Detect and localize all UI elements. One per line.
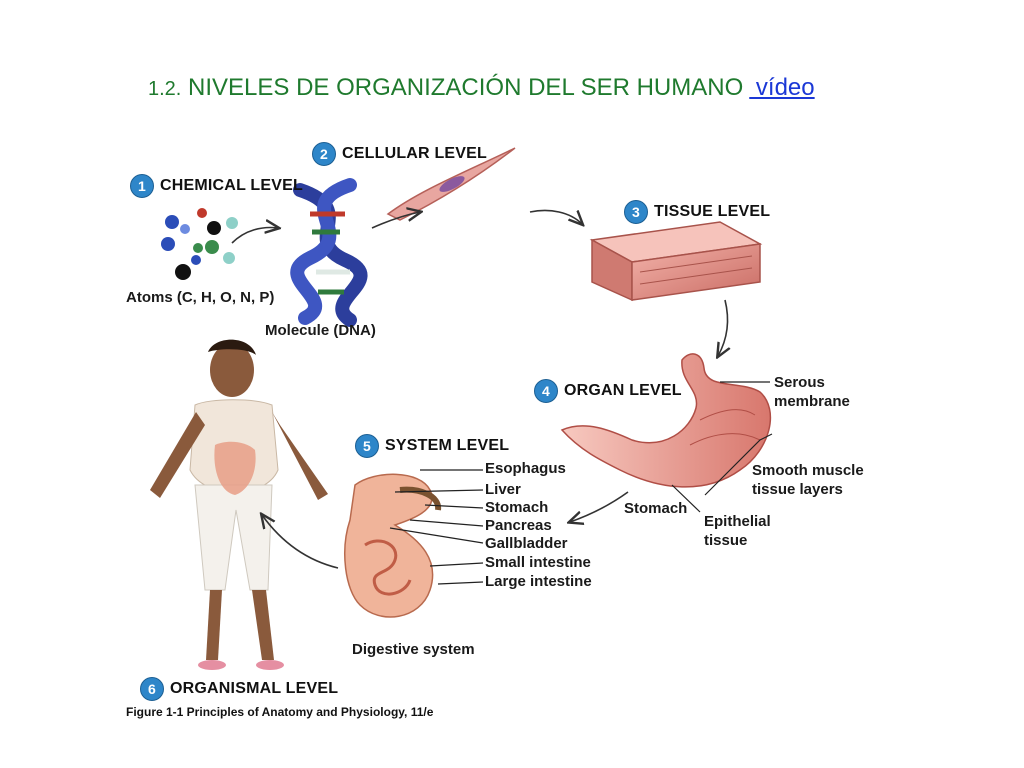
system-organ-label: Gallbladder — [485, 535, 568, 552]
level-organismal: 6 ORGANISMAL LEVEL — [140, 677, 338, 701]
system-organ-label: Small intestine — [485, 554, 591, 571]
level-label: ORGANISMAL LEVEL — [170, 680, 339, 697]
serous-label-line1: Serous — [774, 374, 825, 391]
atoms-label: Atoms (C, H, O, N, P) — [126, 289, 275, 306]
level-number-badge: 6 — [140, 677, 164, 701]
title-number: 1.2. — [148, 78, 182, 100]
epithelial-label-line1: Epithelial — [704, 513, 771, 530]
video-link[interactable]: vídeo — [749, 74, 815, 101]
level-label: ORGAN LEVEL — [564, 382, 682, 399]
level-number-badge: 5 — [355, 434, 379, 458]
system-organ-label: Liver — [485, 481, 521, 498]
system-organ-label: Large intestine — [485, 573, 592, 590]
tissue-illustration — [589, 221, 763, 302]
organ-stomach-illustration — [560, 353, 772, 488]
level-number-badge: 3 — [624, 200, 648, 224]
smooth-muscle-label-line2: tissue layers — [752, 481, 843, 498]
atoms-illustration — [161, 208, 238, 280]
level-label: CHEMICAL LEVEL — [160, 177, 303, 194]
slide-title: 1.2. NIVELES DE ORGANIZACIÓN DEL SER HUM… — [148, 74, 815, 102]
level-cellular: 2 CELLULAR LEVEL — [312, 142, 487, 166]
epithelial-label-line2: tissue — [704, 532, 748, 549]
digestive-system-caption: Digestive system — [352, 641, 475, 658]
stomach-organ-label: Stomach — [624, 500, 688, 517]
level-system: 5 SYSTEM LEVEL — [355, 434, 509, 458]
digestive-system-illustration — [344, 473, 442, 618]
smooth-muscle-label-line1: Smooth muscle — [752, 462, 864, 479]
molecule-label: Molecule (DNA) — [265, 322, 376, 339]
dna-illustration — [290, 178, 368, 327]
cell-illustration — [386, 147, 516, 221]
level-organ: 4 ORGAN LEVEL — [534, 379, 682, 403]
level-chemical: 1 CHEMICAL LEVEL — [130, 174, 303, 198]
figure-caption: Figure 1-1 Principles of Anatomy and Phy… — [126, 705, 434, 719]
title-text: NIVELES DE ORGANIZACIÓN DEL SER HUMANO — [188, 74, 744, 101]
system-organ-label: Stomach — [485, 499, 549, 516]
level-number-badge: 2 — [312, 142, 336, 166]
level-number-badge: 4 — [534, 379, 558, 403]
level-number-badge: 1 — [130, 174, 154, 198]
level-label: CELLULAR LEVEL — [342, 145, 488, 162]
level-label: SYSTEM LEVEL — [385, 437, 510, 454]
level-tissue: 3 TISSUE LEVEL — [624, 200, 770, 224]
person-illustration — [150, 339, 328, 670]
serous-label-line2: membrane — [774, 393, 850, 410]
system-organ-label: Esophagus — [485, 460, 566, 477]
system-organ-label: Pancreas — [485, 517, 552, 534]
level-label: TISSUE LEVEL — [654, 203, 771, 220]
